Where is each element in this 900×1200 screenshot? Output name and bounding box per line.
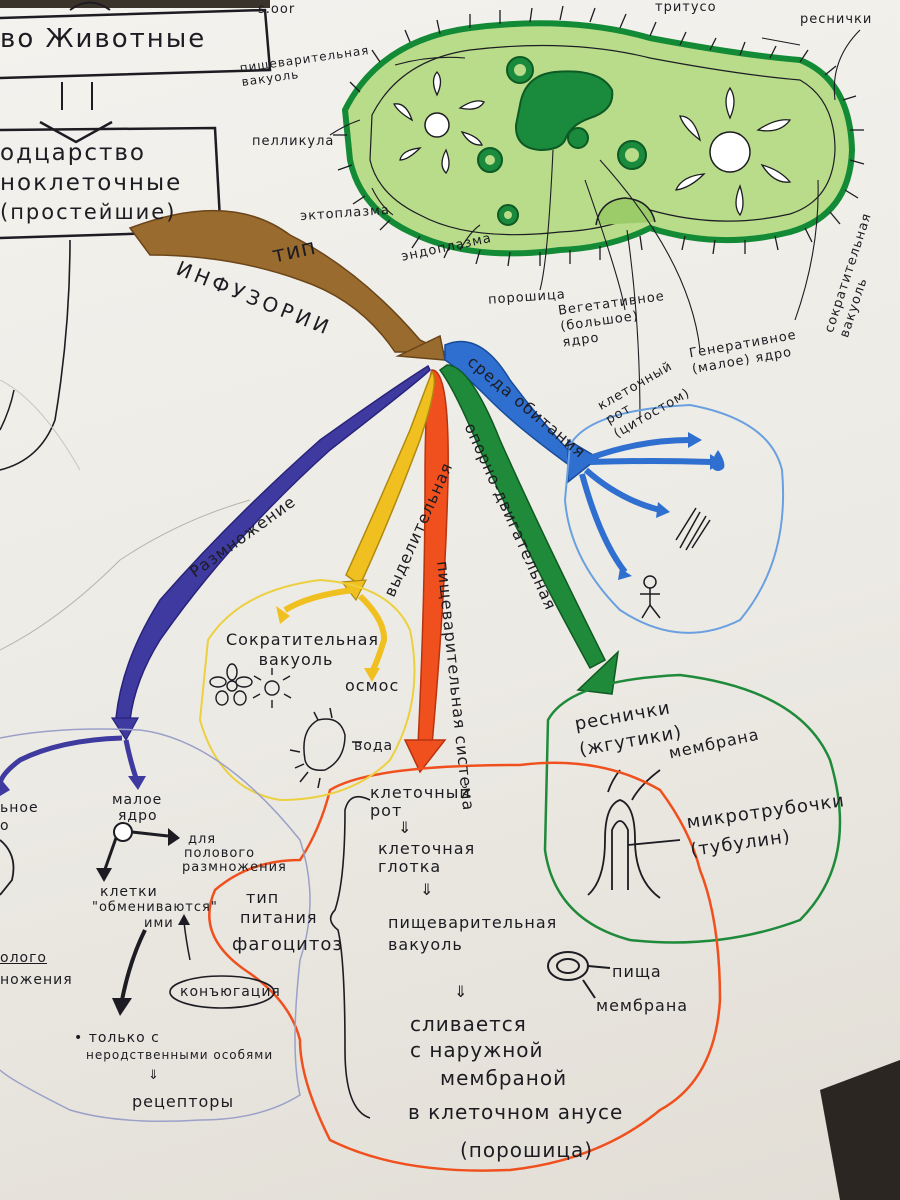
nutrition-l3: фагоцитоз bbox=[232, 934, 343, 955]
repro-left-cut1: ьное bbox=[0, 800, 39, 816]
support-arrow bbox=[438, 364, 606, 670]
excretory-vacuole: Сократительная вакуоль bbox=[226, 630, 380, 669]
digestive-food: пища bbox=[612, 962, 662, 981]
digestive-arrow3: ⇓ bbox=[454, 982, 469, 1001]
top-fragment bbox=[69, 1, 111, 11]
digestive-step1: клеточный рот bbox=[370, 783, 471, 820]
repro-small-nucleus-l2: ядро bbox=[118, 808, 158, 824]
down-arrow-icon bbox=[39, 120, 113, 144]
nutrition-l1: тип bbox=[246, 888, 280, 907]
stick-figure-icon bbox=[640, 575, 661, 619]
paramecium-drawing bbox=[329, 5, 865, 421]
repro-sexual-l1: для bbox=[188, 832, 217, 847]
digestive-step4-l1: сливается bbox=[410, 1012, 527, 1036]
water-drop-icon bbox=[711, 450, 725, 471]
kingdom-box bbox=[0, 8, 272, 80]
excretory-osmosis: осмос bbox=[345, 676, 400, 695]
excretory-water: вода bbox=[354, 738, 394, 754]
repro-only-l2: неродственными особями bbox=[86, 1048, 274, 1062]
paper-edge bbox=[0, 0, 270, 8]
repro-left-cut2: о bbox=[0, 818, 10, 834]
digestive-step2: клеточная глотка bbox=[378, 839, 476, 876]
digestive-step3: пищеварительная вакуоль bbox=[388, 913, 558, 954]
repro-arrow: ⇓ bbox=[148, 1068, 160, 1083]
subkingdom-line3: (простейшие) bbox=[0, 200, 177, 224]
food-vacuole-icon bbox=[547, 951, 611, 999]
habitat-bubble bbox=[563, 403, 785, 634]
digestive-membrane: мембрана bbox=[596, 996, 689, 1015]
subkingdom-line2: ноклеточные bbox=[0, 170, 183, 196]
repro-small-nucleus-l1: малое bbox=[112, 792, 163, 808]
top-cut-label: тритусо bbox=[655, 0, 717, 15]
digestive-bubble bbox=[208, 761, 722, 1172]
repro-exchange-l3: ими bbox=[144, 916, 174, 931]
repro-only-l1: • только с bbox=[74, 1030, 160, 1046]
top-fragment-text: s.oor bbox=[258, 2, 296, 17]
digestive-step4-l4: в клеточном анусе bbox=[408, 1100, 624, 1124]
conjugation-oval bbox=[169, 975, 275, 1009]
cell-osmosis-icon bbox=[289, 707, 362, 789]
label-pellicle: пелликула bbox=[252, 134, 335, 149]
repro-exchange-l1: клетки bbox=[100, 884, 158, 900]
support-bubble bbox=[543, 673, 842, 944]
digestive-step4-l3: мембраной bbox=[440, 1066, 568, 1090]
repro-receptors: рецепторы bbox=[132, 1092, 235, 1111]
repro-left-cut4: ножения bbox=[0, 972, 73, 988]
brown-type-arrow bbox=[128, 209, 446, 353]
digestive-arrow2: ⇓ bbox=[420, 880, 435, 899]
grass-icon bbox=[675, 507, 711, 551]
reproduction-bubble bbox=[0, 728, 311, 1122]
excretory-arrow bbox=[345, 370, 435, 587]
repro-sexual-l2: полового bbox=[184, 846, 256, 861]
repro-sexual-l3: размножения bbox=[182, 860, 287, 875]
table-corner bbox=[820, 1060, 900, 1200]
repro-conjugation: конъюгация bbox=[180, 984, 281, 1000]
brace-icon bbox=[329, 795, 371, 1119]
cilia-top-label: реснички bbox=[800, 12, 873, 27]
nutrition-l2: питания bbox=[240, 908, 318, 927]
cilium-diagram-icon bbox=[587, 769, 681, 899]
repro-left-cut3: олого bbox=[0, 950, 47, 966]
digestive-arrow1: ⇓ bbox=[398, 818, 413, 837]
star-vacuole-icon bbox=[209, 663, 292, 708]
repro-exchange-l2: "обмениваются" bbox=[92, 900, 218, 915]
habitat-branches bbox=[579, 437, 713, 574]
digestive-step4-l5: (порошица) bbox=[460, 1138, 594, 1162]
subkingdom-line1: одцарство bbox=[0, 140, 146, 166]
digestive-step4-l2: с наружной bbox=[410, 1038, 544, 1062]
kingdom-title: во Животные bbox=[0, 24, 207, 54]
